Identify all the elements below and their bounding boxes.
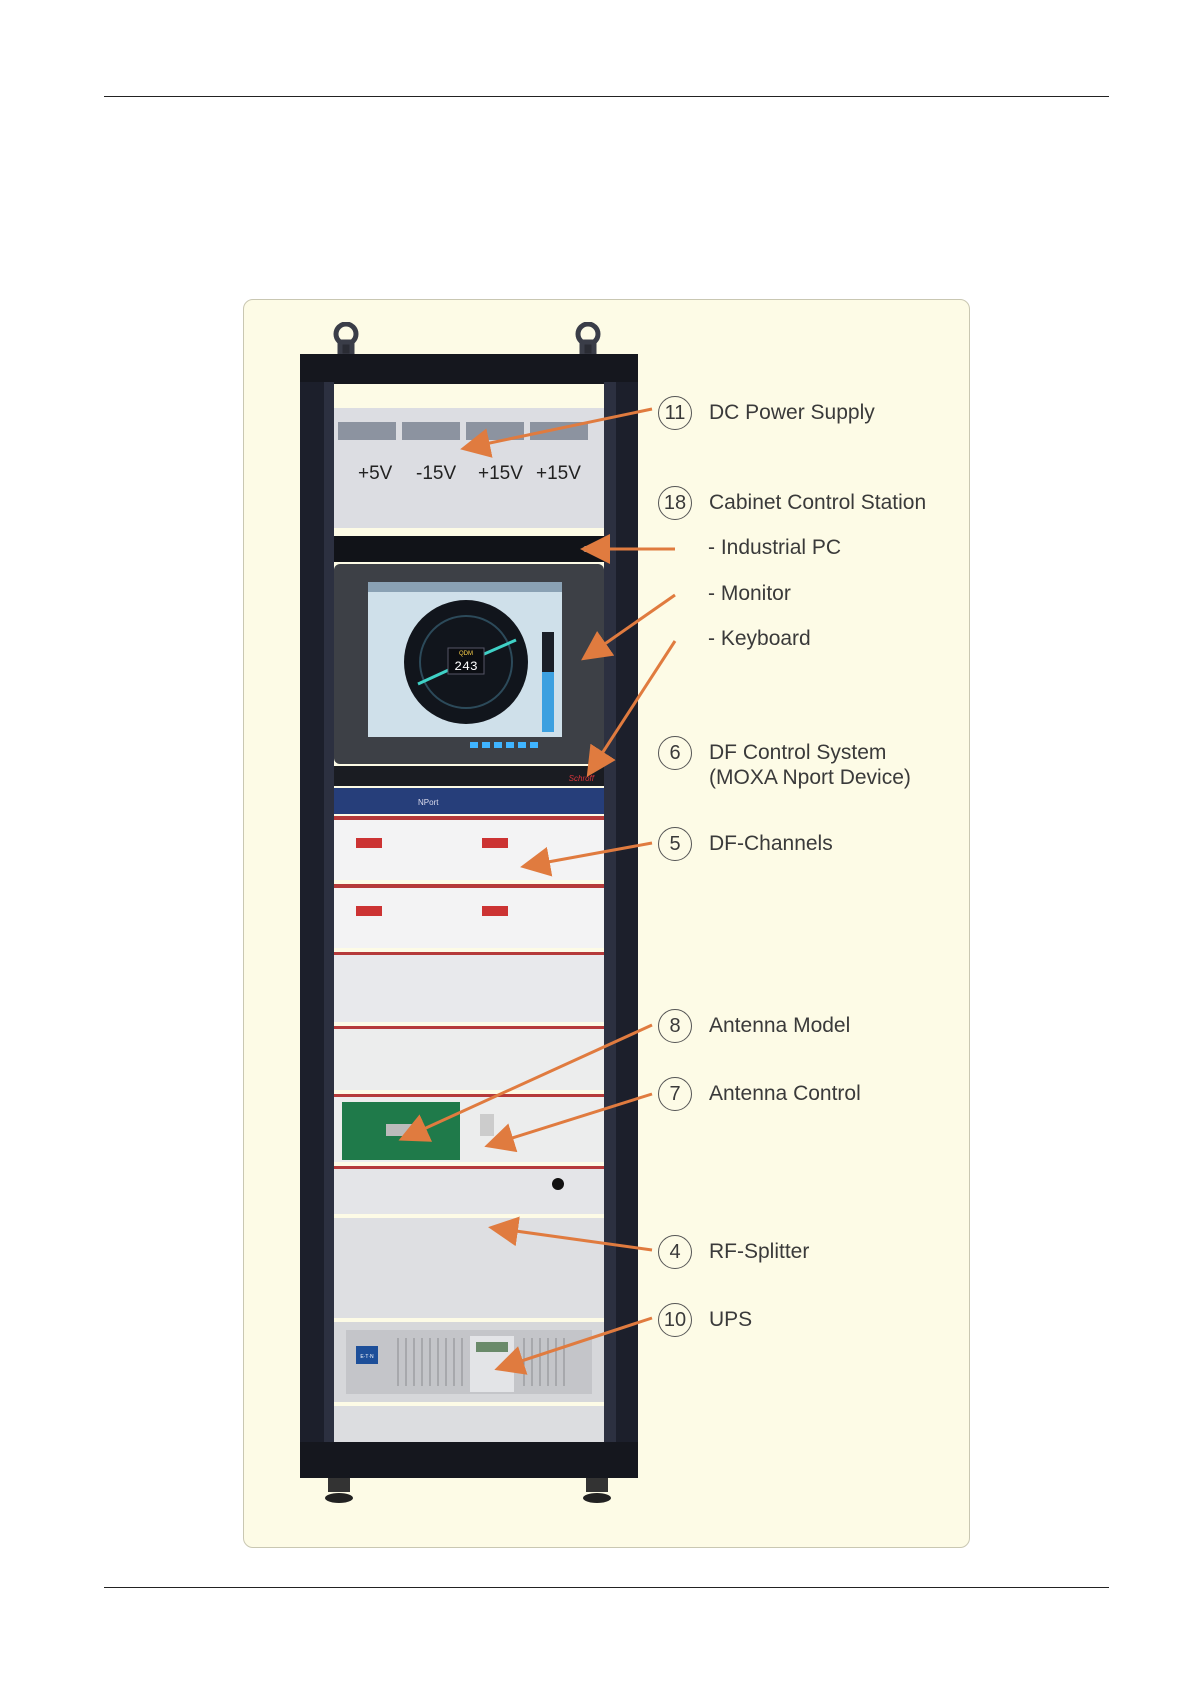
arrow-keyboard: [590, 641, 675, 772]
arrow-rf-splitter: [494, 1228, 652, 1250]
arrow-dc-power: [466, 409, 652, 448]
arrow-monitor: [586, 595, 675, 657]
arrow-antenna-model: [404, 1025, 652, 1138]
arrow-ups: [500, 1318, 652, 1368]
arrow-df-channels: [526, 843, 652, 866]
arrow-antenna-control: [490, 1094, 652, 1145]
